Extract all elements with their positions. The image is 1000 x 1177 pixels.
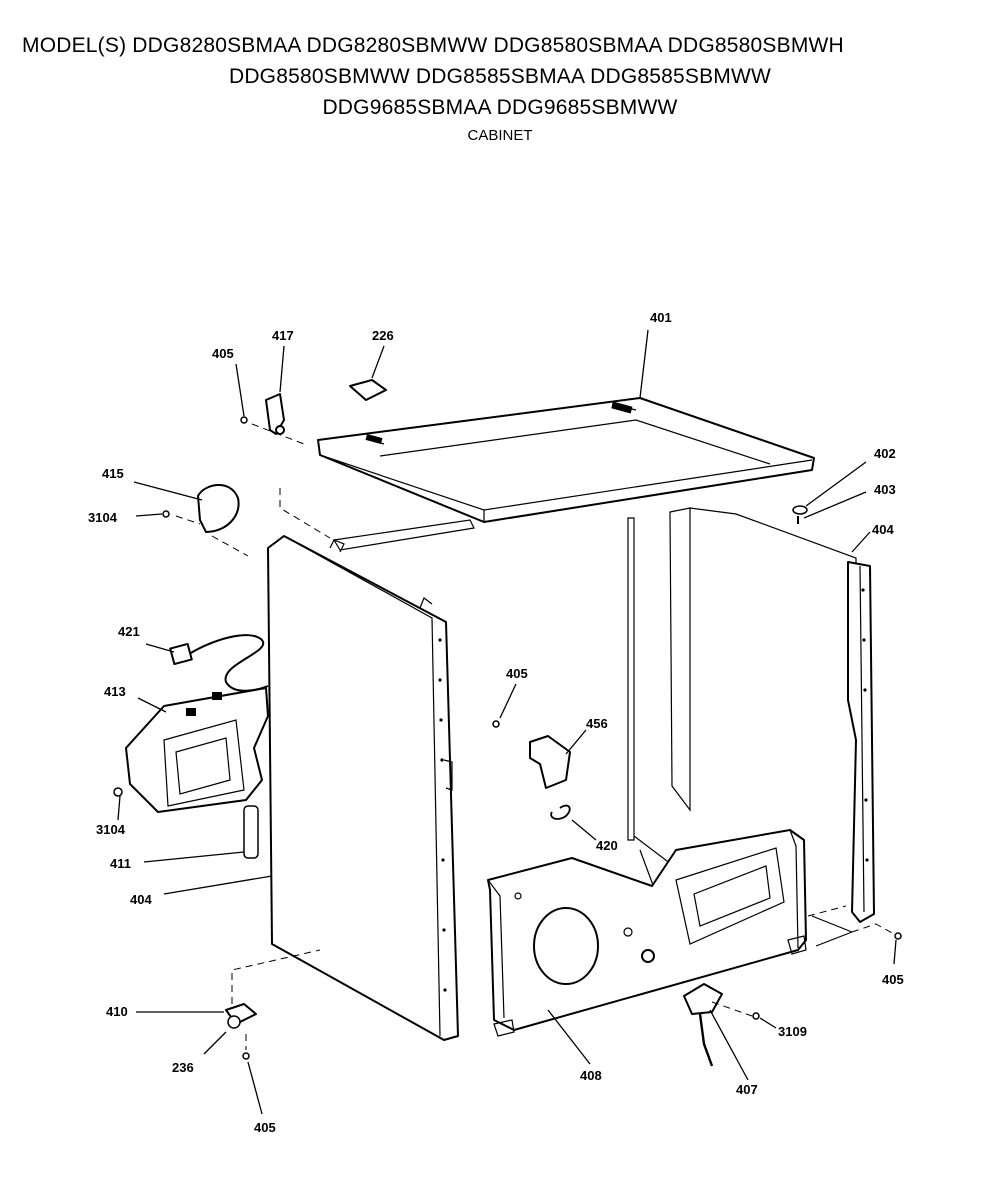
callout-411: 411: [110, 856, 131, 871]
callout-labels: 401 226 417 405 415 3104 402 403 404 421…: [88, 310, 904, 1135]
callout-405-mid: 405: [506, 666, 528, 681]
callout-404-right: 404: [872, 522, 894, 537]
callout-236: 236: [172, 1060, 194, 1075]
callout-226: 226: [372, 328, 394, 343]
model-list-line-2: DDG8580SBMWW DDG8585SBMAA DDG8585SBMWW: [228, 65, 772, 88]
callout-410: 410: [106, 1004, 128, 1019]
callout-417: 417: [272, 328, 294, 343]
power-cord-421: [169, 634, 269, 692]
left-side-panel-404: [267, 535, 459, 1041]
callout-402: 402: [874, 446, 896, 461]
leader-lines: [117, 329, 897, 1115]
right-side-panel-404: [847, 561, 875, 923]
toe-kick-panel-408: [487, 829, 807, 1031]
callout-421: 421: [118, 624, 140, 639]
diagram-header: MODEL(S) DDG8280SBMAA DDG8280SBMWW DDG85…: [0, 30, 1000, 147]
callout-3109: 3109: [778, 1024, 807, 1039]
access-cover-413: [125, 687, 269, 813]
top-cover-401: [317, 397, 815, 523]
callout-456: 456: [586, 716, 608, 731]
callout-3104-top: 3104: [88, 510, 118, 525]
model-list-line-1: MODEL(S) DDG8280SBMAA DDG8280SBMWW DDG85…: [22, 34, 844, 57]
callout-403: 403: [874, 482, 896, 497]
section-title: CABINET: [467, 127, 533, 144]
model-list-line-3: DDG9685SBMAA DDG9685SBMWW: [322, 96, 678, 119]
callout-413: 413: [104, 684, 126, 699]
callout-408: 408: [580, 1068, 602, 1083]
callout-405-top: 405: [212, 346, 234, 361]
callout-405-right: 405: [882, 972, 904, 987]
callout-405-bottom: 405: [254, 1120, 276, 1135]
callout-415: 415: [102, 466, 124, 481]
callout-404-left: 404: [130, 892, 152, 907]
callout-3104-left: 3104: [96, 822, 126, 837]
small-parts: [113, 379, 902, 1067]
callout-420: 420: [596, 838, 618, 853]
assembly-dash-lines: [175, 423, 895, 1050]
callout-401: 401: [650, 310, 672, 325]
callout-407: 407: [736, 1082, 758, 1097]
